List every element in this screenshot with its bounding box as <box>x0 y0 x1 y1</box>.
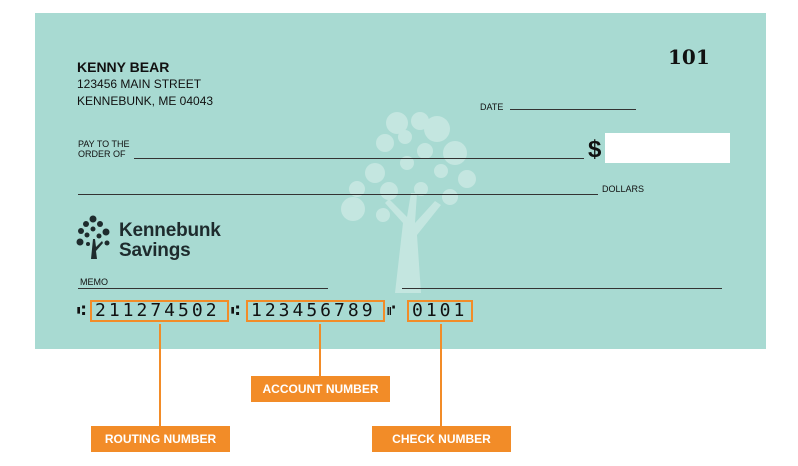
check-connector-line <box>440 324 442 426</box>
signature-line <box>402 288 722 289</box>
dollar-sign: $ <box>588 136 602 163</box>
tree-watermark-icon <box>341 112 476 293</box>
routing-number: 211274502 <box>95 300 220 321</box>
transit-symbol-left-icon: ⑆ <box>77 303 86 319</box>
routing-number-box: 211274502 <box>90 300 229 322</box>
memo-line <box>78 288 328 289</box>
check-number-callout: CHECK NUMBER <box>372 426 511 452</box>
check-number: 101 <box>668 45 710 69</box>
kennebunk-tree-logo-icon <box>76 215 110 259</box>
check <box>35 13 766 349</box>
pay-to-label-line1: PAY TO THE <box>78 139 130 149</box>
check-number-box: 0101 <box>407 300 473 322</box>
memo-label: MEMO <box>80 277 108 287</box>
account-holder-street: 123456 MAIN STREET <box>77 77 202 91</box>
transit-symbol-right-icon: ⑆ <box>231 303 240 319</box>
account-number-callout: ACCOUNT NUMBER <box>251 376 390 402</box>
routing-number-callout: ROUTING NUMBER <box>91 426 230 452</box>
routing-connector-line <box>159 324 161 426</box>
date-line <box>510 109 636 110</box>
account-holder-name: KENNY BEAR <box>77 59 170 75</box>
account-connector-line <box>319 324 321 377</box>
pay-to-label-line2: ORDER OF <box>78 149 126 159</box>
account-number: 123456789 <box>251 300 376 321</box>
micr-check-number: 0101 <box>412 300 468 321</box>
date-label: DATE <box>480 102 504 112</box>
amount-box[interactable] <box>605 133 730 163</box>
bank-name-line2: Savings <box>119 240 191 261</box>
dollars-label: DOLLARS <box>602 184 645 194</box>
account-holder-city: KENNEBUNK, ME 04043 <box>77 94 214 108</box>
bank-name-line1: Kennebunk <box>119 220 221 241</box>
payee-line <box>134 158 584 159</box>
amount-words-line <box>78 194 598 195</box>
account-number-box: 123456789 <box>246 300 385 322</box>
on-us-symbol-icon: ⑈ <box>387 303 396 319</box>
